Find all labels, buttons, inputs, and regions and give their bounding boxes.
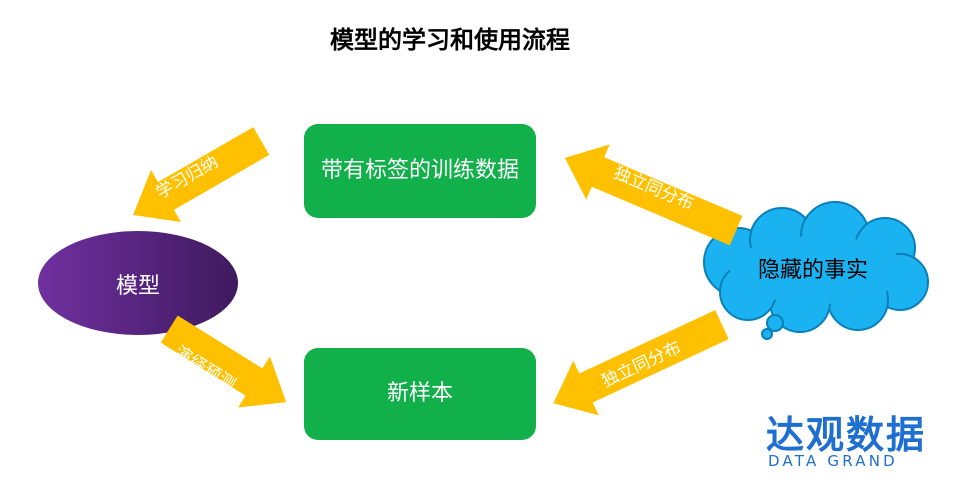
new-sample-label: 新样本 bbox=[386, 381, 453, 406]
training-data-label: 带有标签的训练数据 bbox=[320, 158, 519, 183]
arrow-iid-top bbox=[564, 144, 743, 246]
model-label: 模型 bbox=[115, 274, 160, 299]
training-data-box: 带有标签的训练数据 bbox=[304, 124, 536, 218]
arrow-learn-induce bbox=[133, 127, 270, 222]
arrow-deduce-predict bbox=[160, 315, 287, 408]
arrow-iid-bottom bbox=[553, 310, 729, 416]
brand-logo-cn: 达观数据 bbox=[766, 413, 927, 457]
hidden-truth-cloud bbox=[703, 201, 929, 340]
diagram-title: 模型的学习和使用流程 bbox=[330, 25, 570, 54]
hidden-truth-label: 隐藏的事实 bbox=[757, 258, 868, 283]
brand-logo-en: DATA GRAND bbox=[768, 452, 898, 470]
model-ellipse bbox=[38, 231, 238, 335]
new-sample-box: 新样本 bbox=[304, 348, 536, 440]
